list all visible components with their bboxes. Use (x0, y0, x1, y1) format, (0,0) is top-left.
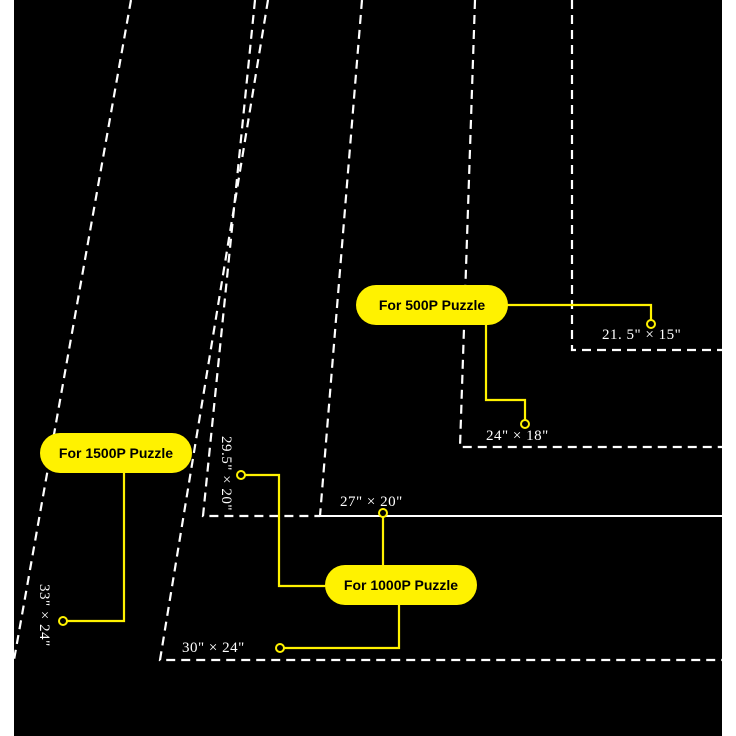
dimension-27x20: 27" × 20" (340, 494, 403, 510)
leader-500p-to-24x18 (484, 322, 527, 424)
mat-background (14, 0, 722, 736)
leader-1500p-to-33x24 (63, 470, 126, 623)
callout-1000p-label: For 1000P Puzzle (344, 577, 458, 593)
callout-1500p-label: For 1500P Puzzle (59, 445, 173, 461)
callout-500p-label: For 500P Puzzle (379, 297, 486, 313)
guide-outline-27x20 (318, 0, 364, 517)
callout-1000p: For 1000P Puzzle (325, 565, 477, 605)
guide-outline-21-5x15 (570, 0, 722, 352)
dimension-21-5x15: 21. 5" × 15" (602, 327, 681, 343)
guide-outline-30x24 (158, 0, 722, 662)
marker-33x24 (58, 616, 68, 626)
guide-outline-33x24 (12, 0, 133, 661)
marker-24x18 (520, 419, 530, 429)
callout-1500p: For 1500P Puzzle (40, 433, 192, 473)
dimension-29-5x20: 29.5" × 20" (218, 436, 234, 511)
marker-30x24 (275, 643, 285, 653)
dimension-33x24: 33" × 24" (36, 584, 52, 647)
marker-29-5x20 (236, 470, 246, 480)
dimension-24x18: 24" × 18" (486, 428, 549, 444)
callout-500p: For 500P Puzzle (356, 285, 508, 325)
marker-21-5x15 (646, 319, 656, 329)
guide-outline-24x18 (458, 0, 722, 449)
marker-27x20 (378, 508, 388, 518)
callout-1000p-pill (325, 565, 477, 605)
dimension-30x24: 30" × 24" (182, 640, 245, 656)
guide-outline-29-5x20 (201, 0, 320, 518)
callout-1500p-pill (40, 433, 192, 473)
leader-1000p-to-29-5x20 (241, 473, 328, 588)
callout-500p-pill (356, 285, 508, 325)
leader-1000p-to-30x24 (280, 601, 401, 650)
leader-500p-to-21-5x15 (500, 303, 653, 324)
